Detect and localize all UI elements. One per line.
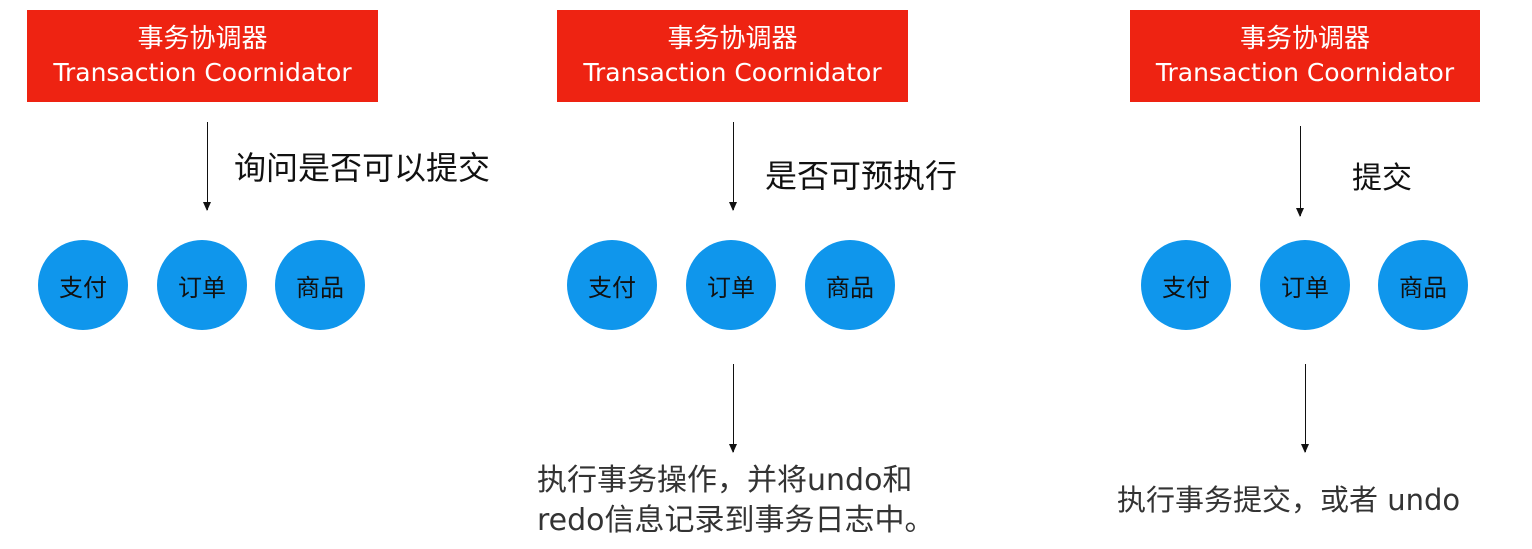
- arrow-phase3-result: [1300, 364, 1309, 453]
- coordinator-title-cn: 事务协调器: [137, 24, 268, 54]
- participant-product: 商品: [1378, 240, 1468, 330]
- result-note-phase2-line1: 执行事务操作，并将undo和: [537, 463, 913, 498]
- coordinator-box-phase2: 事务协调器 Transaction Coornidator: [557, 10, 908, 102]
- coordinator-box-phase3: 事务协调器 Transaction Coornidator: [1130, 10, 1480, 102]
- participant-order: 订单: [157, 240, 247, 330]
- participant-payment: 支付: [1141, 240, 1231, 330]
- participant-product: 商品: [805, 240, 895, 330]
- result-note-phase2-line2: redo信息记录到事务日志中。: [537, 503, 935, 538]
- coordinator-title-cn: 事务协调器: [1239, 24, 1370, 54]
- coordinator-title-cn: 事务协调器: [667, 24, 798, 54]
- arrow-phase2-down: [728, 122, 737, 211]
- participant-payment: 支付: [567, 240, 657, 330]
- participant-product: 商品: [275, 240, 365, 330]
- arrow-phase3-down: [1295, 126, 1304, 217]
- participant-payment: 支付: [38, 240, 128, 330]
- coordinator-title-en: Transaction Coornidator: [1155, 58, 1455, 87]
- coordinator-box-phase1: 事务协调器 Transaction Coornidator: [27, 10, 378, 102]
- participant-order: 订单: [686, 240, 776, 330]
- step-label-phase3: 提交: [1352, 161, 1412, 196]
- result-note-phase3-line1: 执行事务提交，或者 undo: [1117, 483, 1461, 517]
- step-label-phase2: 是否可预执行: [765, 157, 958, 195]
- participant-order: 订单: [1260, 240, 1350, 330]
- arrow-phase2-result: [728, 364, 737, 453]
- coordinator-title-en: Transaction Coornidator: [53, 58, 352, 87]
- step-label-phase1: 询问是否可以提交: [234, 149, 491, 187]
- arrow-phase1-down: [202, 122, 211, 211]
- coordinator-title-en: Transaction Coornidator: [583, 58, 882, 87]
